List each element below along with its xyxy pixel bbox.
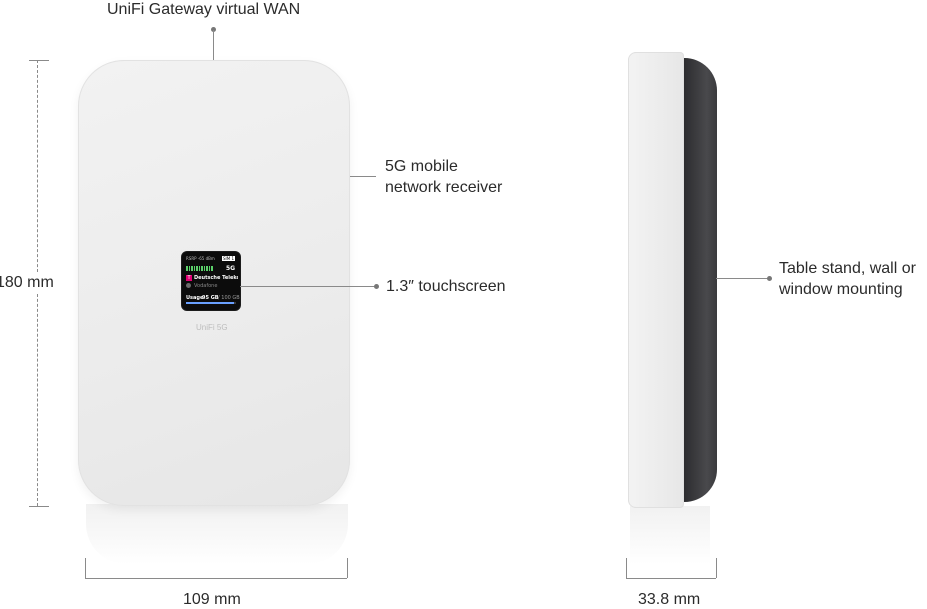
width-dimension-line	[85, 578, 347, 579]
callout-wan-dot	[211, 27, 216, 32]
width-dimension-label: 109 mm	[183, 591, 241, 608]
screen-sim-badge: SIM 1	[222, 256, 235, 261]
side-device-body	[628, 52, 684, 508]
device-touchscreen: RSRP -65 dBm SIM 1 5G T Deutsche Telekom…	[182, 252, 240, 310]
front-device-reflection	[86, 504, 348, 564]
screen-network-badge: 5G	[226, 265, 236, 272]
callout-wan-label: UniFi Gateway virtual WAN	[107, 1, 301, 18]
depth-dimension-tick-left	[626, 558, 627, 578]
callout-mounting-dot	[767, 276, 772, 281]
screen-carrier-primary: Deutsche Telekom	[194, 275, 238, 281]
callout-mounting-line1: Table stand, wall or	[779, 260, 916, 277]
callout-touchscreen-leader	[240, 286, 376, 287]
screen-usage-label: Usage	[186, 295, 204, 301]
screen-signal-text: RSRP -65 dBm	[186, 256, 215, 261]
carrier-logo-icon: T	[186, 275, 192, 281]
height-dimension-tick-top	[29, 60, 49, 61]
callout-receiver-line1: 5G mobile	[385, 158, 458, 175]
depth-dimension-label: 33.8 mm	[638, 591, 701, 608]
callout-wan-leader	[213, 30, 214, 60]
depth-dimension-tick-right	[716, 558, 717, 578]
screen-usage-bar	[186, 302, 236, 304]
device-brand-mark: UniFi 5G	[196, 323, 228, 332]
screen-signal-bars	[186, 266, 213, 271]
screen-carrier-secondary: Vodafone	[194, 283, 218, 289]
screen-usage-value: 95 GB	[202, 295, 219, 301]
carrier-secondary-icon	[186, 283, 191, 288]
height-dimension-label: 180 mm	[0, 274, 64, 292]
side-device-back	[683, 58, 717, 502]
side-device-reflection	[630, 506, 710, 564]
depth-dimension-line	[626, 578, 716, 579]
width-dimension-tick-right	[347, 558, 348, 578]
callout-receiver-line2: network receiver	[385, 179, 503, 196]
height-dimension-tick-bottom	[29, 506, 49, 507]
callout-touchscreen-dot	[374, 284, 379, 289]
callout-receiver-leader	[350, 176, 376, 177]
screen-usage-fill	[186, 302, 234, 304]
callout-touchscreen-label: 1.3″ touchscreen	[386, 278, 506, 295]
screen-usage-limit: / 100 GB	[218, 295, 240, 301]
width-dimension-tick-left	[85, 558, 86, 578]
callout-mounting-line2: window mounting	[779, 281, 903, 298]
callout-mounting-leader	[716, 278, 769, 279]
